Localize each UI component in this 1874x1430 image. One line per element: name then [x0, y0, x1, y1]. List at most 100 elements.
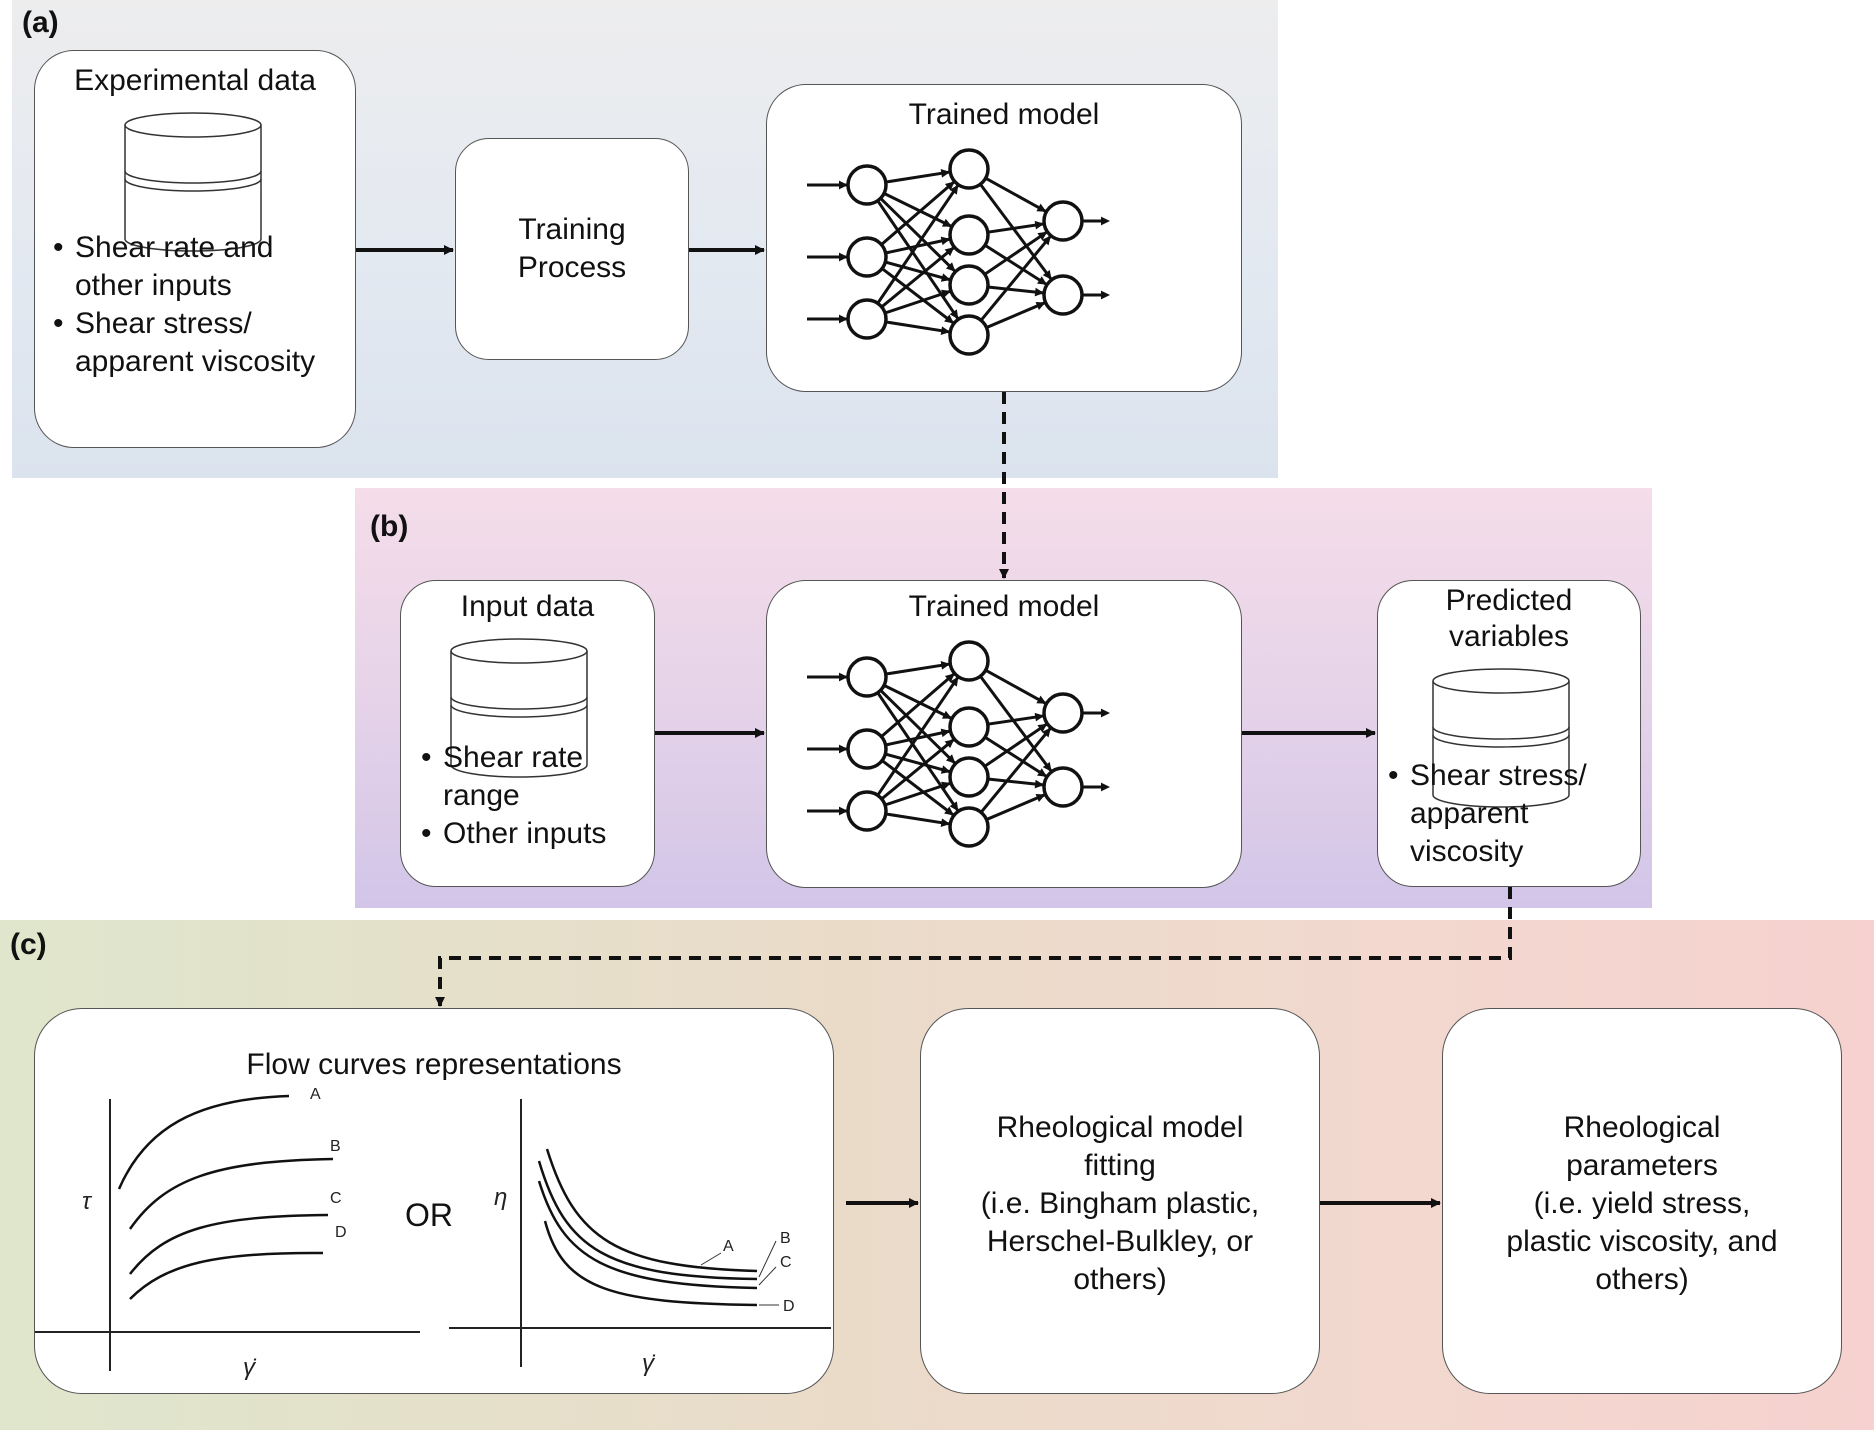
nn-arrowhead: [940, 661, 951, 670]
nn-arrowhead: [838, 314, 848, 324]
trained-model-title-a: Trained model: [908, 98, 1100, 131]
nn-connection: [880, 180, 956, 246]
parameters-line: (i.e. yield stress,: [1533, 1187, 1751, 1220]
nn-connection: [987, 285, 1045, 295]
experimental-data-box: Experimental data Shear rate and other i…: [34, 50, 356, 448]
plot2-curve-label: A: [723, 1238, 734, 1255]
nn-arrowhead: [944, 806, 954, 816]
nn-connection: [983, 230, 1049, 276]
nn-neuron: [948, 756, 990, 798]
parameters-line: Rheological: [1563, 1111, 1721, 1144]
nn-neuron: [948, 314, 990, 356]
predicted-variables-bullets: Shear stress/ apparent viscosity: [1388, 757, 1638, 871]
training-process-line2: Process: [517, 251, 627, 284]
flow-curves-title: Flow curves representations: [246, 1048, 622, 1081]
nn-arrowhead: [1100, 216, 1110, 226]
nn-arrowhead: [1034, 712, 1045, 722]
nn-connection: [883, 192, 953, 228]
nn-arrowhead: [1037, 723, 1048, 733]
parameters-line: parameters: [1566, 1149, 1718, 1182]
nn-connection: [983, 722, 1049, 768]
neural-network-diagram: [807, 148, 1110, 356]
predicted-variables-title-line1: Predicted: [1445, 584, 1573, 617]
nn-connection: [885, 812, 951, 826]
bullet-item: Shear stress/ apparent viscosity: [53, 305, 343, 381]
nn-arrowhead: [940, 765, 951, 774]
nn-connection: [885, 662, 951, 676]
nn-connection: [987, 714, 1045, 726]
panel-b-label: (b): [370, 510, 409, 543]
nn-connection: [880, 672, 956, 738]
plot1-curve-b: [128, 1157, 334, 1230]
nn-arrowhead: [1042, 761, 1052, 772]
nn-arrowhead: [1037, 231, 1048, 241]
nn-arrowhead: [940, 273, 951, 282]
nn-arrowhead: [941, 289, 951, 298]
nn-connection: [876, 183, 960, 305]
training-process-box: Training Process: [455, 138, 689, 360]
or-label: OR: [405, 1197, 453, 1233]
nn-connection: [884, 289, 952, 315]
nn-arrowhead: [940, 326, 951, 335]
predicted-variables-title-line2: variables: [1448, 620, 1570, 653]
nn-connection: [883, 684, 953, 720]
nn-neuron: [1042, 274, 1084, 316]
nn-connection: [880, 245, 956, 309]
flow-curves-box: Flow curves representations OR τ γ̇ A B …: [34, 1008, 834, 1394]
nn-connection: [979, 183, 1053, 281]
fitting-line: (i.e. Bingham plastic,: [980, 1187, 1260, 1220]
nn-neuron: [846, 236, 888, 278]
parameters-line: plastic viscosity, and: [1506, 1225, 1778, 1258]
trained-model-box-a: Trained model: [766, 84, 1242, 392]
nn-arrowhead: [1036, 695, 1047, 704]
nn-arrowhead: [949, 309, 959, 320]
nn-arrowhead: [944, 314, 954, 324]
nn-arrowhead: [1037, 768, 1047, 777]
nn-arrowhead: [1036, 203, 1047, 212]
plot2-y-label: η: [494, 1184, 507, 1211]
nn-neuron: [846, 728, 888, 770]
plot2-curve-label: B: [780, 1230, 791, 1247]
predicted-variables-box: Predicted variables Shear stress/ appare…: [1377, 580, 1641, 887]
nn-neuron: [846, 298, 888, 340]
nn-neuron: [948, 640, 990, 682]
training-process-line1: Training: [518, 213, 626, 246]
plot1-curve-c: [129, 1213, 329, 1275]
fitting-line: Herschel-Bulkley, or: [986, 1225, 1254, 1258]
nn-connection: [885, 170, 951, 184]
nn-connection: [884, 260, 952, 282]
plot2-curve-c: [537, 1180, 758, 1290]
nn-arrowhead: [944, 673, 955, 683]
plot2-curve-a: [545, 1148, 758, 1273]
nn-arrowhead: [944, 247, 955, 257]
plot1-curve-a: [117, 1094, 290, 1190]
nn-arrowhead: [1100, 708, 1110, 718]
nn-connection: [884, 781, 952, 807]
nn-connection: [884, 752, 952, 774]
plot1-x-label: γ̇: [243, 1354, 257, 1381]
nn-connection: [987, 777, 1045, 787]
nn-connection: [879, 689, 957, 765]
plot2-curve-label: C: [780, 1254, 792, 1271]
nn-arrowhead: [1041, 727, 1051, 738]
nn-arrowhead: [838, 672, 848, 682]
nn-arrowhead: [1041, 235, 1051, 246]
plot2-curve-label: D: [783, 1298, 795, 1315]
nn-neuron: [1042, 692, 1084, 734]
nn-neuron: [948, 806, 990, 848]
nn-arrowhead: [1034, 779, 1045, 789]
nn-connection: [984, 735, 1048, 779]
nn-connection: [880, 737, 956, 801]
nn-neuron: [846, 790, 888, 832]
fitting-line: Rheological model: [996, 1111, 1244, 1144]
bullet-item: Other inputs: [421, 815, 649, 853]
plot1-curve-label: C: [330, 1190, 342, 1207]
trained-model-title-b: Trained model: [908, 590, 1100, 623]
experimental-data-bullets: Shear rate and other inputs Shear stress…: [53, 229, 343, 381]
nn-arrowhead: [1042, 269, 1052, 280]
neural-network-diagram: [807, 640, 1110, 848]
nn-connection: [984, 668, 1048, 706]
bullet-item: Shear rate range: [421, 739, 649, 815]
nn-connection: [885, 320, 951, 334]
nn-arrowhead: [1037, 276, 1047, 285]
